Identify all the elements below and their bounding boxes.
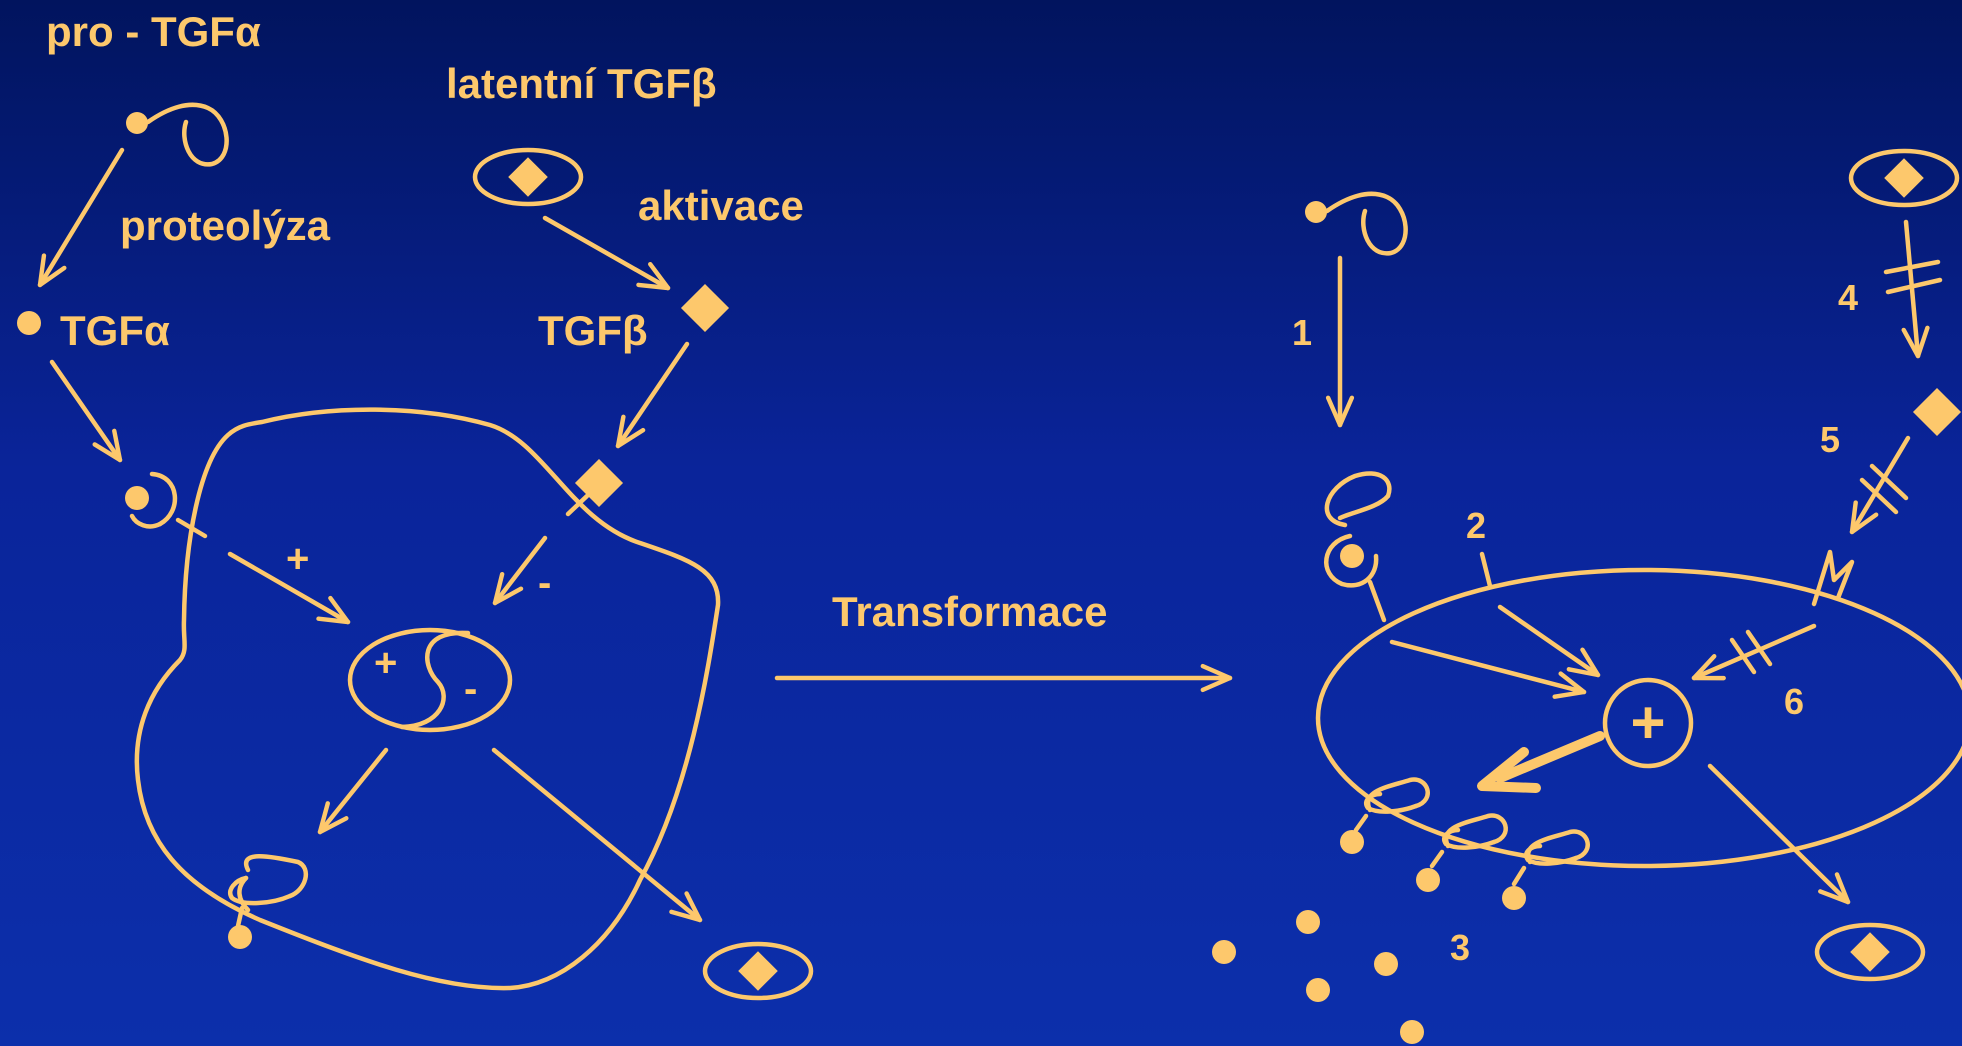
step-3-label: 3 bbox=[1450, 927, 1470, 968]
released-tgf-alpha-dots bbox=[1212, 910, 1424, 1044]
yin-yang-balance bbox=[347, 627, 513, 733]
step-5-blocked-binding bbox=[1849, 435, 1911, 535]
tgf-beta-to-receptor-arrow bbox=[615, 341, 690, 449]
tgf-beta-label: TGFβ bbox=[538, 307, 648, 354]
latent-tgf-beta-complex-right bbox=[1848, 148, 1960, 208]
step-2-arrow bbox=[1497, 604, 1601, 678]
latent-tgf-beta-complex bbox=[472, 147, 584, 207]
activation-label: aktivace bbox=[638, 182, 804, 229]
mutated-tgf-beta-receptor bbox=[1811, 549, 1855, 607]
plus-stimulus-sign: + bbox=[286, 537, 309, 581]
step-1-label: 1 bbox=[1292, 312, 1312, 353]
receptor-synthesis-arrow bbox=[317, 747, 389, 835]
secreted-latent-tgf-beta bbox=[702, 941, 814, 1001]
step-5-label: 5 bbox=[1820, 419, 1840, 460]
minus-inhibit-sign: - bbox=[538, 561, 551, 605]
step-6-label: 6 bbox=[1784, 681, 1804, 722]
tgf-beta-receptor-bound bbox=[565, 458, 624, 517]
proliferation-signal bbox=[1602, 677, 1694, 769]
overexpressed-receptor-3 bbox=[1502, 829, 1590, 910]
autocrine-stimulation-arrow bbox=[1389, 639, 1587, 699]
tgf-alpha-label: TGFα bbox=[60, 307, 170, 354]
inhibitory-arrow bbox=[492, 535, 548, 606]
transformed-cell bbox=[1315, 567, 1962, 869]
secretion-arrow-right bbox=[1707, 763, 1851, 905]
proteolysis-label: proteolýza bbox=[120, 202, 331, 249]
pro-tgf-alpha-molecule-right bbox=[1305, 191, 1408, 256]
stimulatory-arrow bbox=[227, 551, 351, 625]
overexpressed-receptor-2 bbox=[1416, 813, 1508, 892]
tgf-alpha-to-receptor-arrow bbox=[49, 359, 123, 463]
step-2-pointer bbox=[1479, 551, 1493, 589]
autocrine-receptor-right bbox=[1324, 471, 1392, 623]
step-6-blocked-inhibition bbox=[1691, 623, 1817, 681]
latent-tgf-beta-label: latentní TGFβ bbox=[446, 60, 717, 107]
pro-tgf-alpha-label: pro - TGFα bbox=[46, 8, 261, 55]
transformation-label: Transformace bbox=[832, 588, 1107, 635]
receptor-overexpression-arrow bbox=[1477, 731, 1605, 793]
step-2-label: 2 bbox=[1466, 505, 1486, 546]
yin-plus-sign: + bbox=[374, 641, 397, 685]
pro-tgf-alpha-molecule bbox=[126, 102, 229, 167]
secreted-latent-tgf-beta-right bbox=[1814, 922, 1926, 982]
tgf-beta-active-diamond-right bbox=[1912, 387, 1962, 437]
tgf-alpha-dot bbox=[17, 311, 41, 335]
secretion-arrow bbox=[491, 747, 703, 923]
activation-arrow bbox=[542, 215, 671, 291]
tgf-beta-active-diamond bbox=[680, 283, 730, 333]
cell-outline-left bbox=[134, 407, 721, 991]
membrane-receptor-new bbox=[228, 854, 309, 949]
step-4-label: 4 bbox=[1838, 277, 1858, 318]
proteolysis-arrow bbox=[37, 147, 125, 288]
step-4-blocked-activation bbox=[1883, 219, 1943, 359]
overexpressed-receptor-1 bbox=[1340, 777, 1430, 854]
yin-minus-sign: - bbox=[464, 667, 477, 711]
center-plus-sign: + bbox=[1630, 689, 1665, 756]
